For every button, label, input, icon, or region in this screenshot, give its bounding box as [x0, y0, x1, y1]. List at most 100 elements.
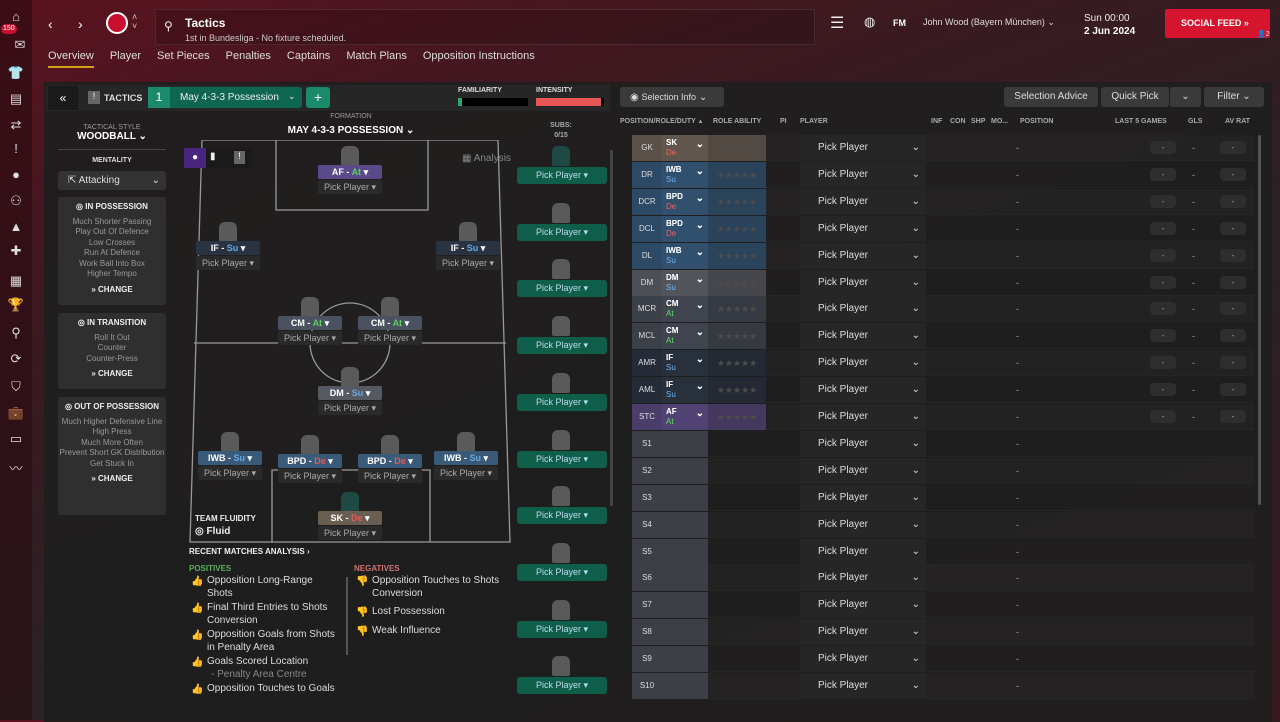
social-feed-button[interactable]: SOCIAL FEED » — [1165, 9, 1270, 38]
selection-advice-button[interactable]: Selection Advice — [1004, 87, 1098, 107]
role-duty-selector[interactable] — [662, 565, 708, 592]
tab-opposition-instructions[interactable]: Opposition Instructions — [422, 50, 535, 62]
tactic-selector[interactable]: 1 May 4-3-3 Possession ⌄ — [148, 87, 302, 108]
analysis-button[interactable]: ▦ Analysis — [462, 153, 511, 164]
selection-info-dropdown[interactable]: ◉ Selection Info ⌄ — [620, 87, 724, 107]
sub-pick-player-dropdown[interactable]: Pick Player ▾ — [517, 677, 607, 695]
staff-icon[interactable]: ⚇ — [10, 193, 22, 208]
pick-player-dropdown[interactable]: Pick Player⌄ — [800, 592, 926, 619]
club-switch-icon[interactable]: ˄˅ — [132, 12, 138, 31]
pick-player-dropdown[interactable]: Pick Player⌄ — [800, 619, 926, 646]
game-date[interactable]: 2 Jun 2024 — [1084, 26, 1136, 37]
role-duty-selector[interactable] — [662, 619, 708, 646]
pick-player-dropdown[interactable]: Pick Player ▾ — [278, 331, 342, 345]
pick-player-dropdown[interactable]: Pick Player ▾ — [434, 466, 498, 480]
role-duty-selector[interactable]: AF - At ▾ — [318, 165, 382, 179]
formation-dropdown[interactable]: MAY 4-3-3 POSSESSION ⌄ — [190, 125, 512, 136]
trophy-icon[interactable]: 🏆 — [7, 297, 25, 312]
recent-matches-analysis-link[interactable]: RECENT MATCHES ANALYSIS › — [189, 547, 310, 556]
finance-icon[interactable]: 〰 — [9, 461, 23, 476]
column-header[interactable]: INF — [931, 118, 943, 125]
sub-pick-player-dropdown[interactable]: Pick Player ▾ — [517, 450, 607, 468]
tab-set-pieces[interactable]: Set Pieces — [157, 50, 210, 62]
medical-icon[interactable]: ✚ — [10, 243, 22, 258]
role-duty-selector[interactable] — [662, 673, 708, 699]
column-header[interactable]: MO... — [991, 118, 1009, 125]
tab-penalties[interactable]: Penalties — [225, 50, 271, 62]
pick-player-dropdown[interactable]: Pick Player⌄ — [800, 457, 926, 484]
mentality-dropdown[interactable]: ⇱ Attacking⌄ — [58, 171, 166, 190]
role-duty-selector[interactable]: BPD - De ▾ — [358, 454, 422, 468]
role-duty-selector[interactable] — [662, 646, 708, 673]
role-duty-selector[interactable]: CM - At ▾ — [358, 316, 422, 330]
pick-player-dropdown[interactable]: Pick Player ▾ — [318, 401, 382, 415]
role-duty-selector[interactable] — [662, 511, 708, 538]
role-duty-selector[interactable] — [662, 592, 708, 619]
pick-player-dropdown[interactable]: Pick Player ▾ — [358, 331, 422, 345]
role-duty-selector[interactable] — [662, 484, 708, 511]
pick-player-dropdown[interactable]: Pick Player ▾ — [318, 180, 382, 194]
pick-player-dropdown[interactable]: Pick Player⌄ — [800, 269, 926, 296]
forward-button[interactable]: › — [78, 16, 83, 32]
pick-player-dropdown[interactable]: Pick Player ▾ — [318, 526, 382, 540]
role-duty-selector[interactable] — [662, 538, 708, 565]
column-header[interactable]: LAST 5 GAMES — [1115, 118, 1167, 125]
pick-player-dropdown[interactable]: Pick Player⌄ — [800, 188, 926, 215]
inbox-icon[interactable]: ✉ — [14, 37, 26, 52]
role-duty-selector[interactable] — [662, 457, 708, 484]
column-header[interactable]: PI — [780, 118, 787, 125]
pick-player-dropdown[interactable]: Pick Player⌄ — [800, 565, 926, 592]
tactics-icon[interactable]: ! — [14, 141, 18, 156]
pick-player-dropdown[interactable]: Pick Player⌄ — [800, 430, 926, 457]
pick-player-dropdown[interactable]: Pick Player⌄ — [800, 135, 926, 161]
quick-pick-button[interactable]: Quick Pick — [1101, 87, 1169, 107]
search-bar[interactable]: ⚲ Tactics 1st in Bundesliga - No fixture… — [155, 9, 815, 45]
calendar-icon[interactable]: ▦ — [9, 273, 23, 288]
sub-pick-player-dropdown[interactable]: Pick Player ▾ — [517, 280, 607, 298]
alert-view-icon[interactable]: ! — [234, 151, 245, 164]
sub-pick-player-dropdown[interactable]: Pick Player ▾ — [517, 337, 607, 355]
sub-pick-player-dropdown[interactable]: Pick Player ▾ — [517, 620, 607, 638]
pick-player-dropdown[interactable]: Pick Player⌄ — [800, 538, 926, 565]
transfers-icon[interactable]: ⇄ — [10, 117, 22, 132]
sub-pick-player-dropdown[interactable]: Pick Player ▾ — [517, 507, 607, 525]
role-duty-selector[interactable]: BPD - De ▾ — [278, 454, 342, 468]
column-header[interactable]: AV RAT — [1225, 118, 1251, 125]
training-icon[interactable]: ▲ — [9, 219, 23, 234]
add-tactic-button[interactable]: + — [306, 87, 330, 108]
column-header[interactable]: POSITION/ROLE/DUTY ▲ — [620, 118, 704, 125]
pick-player-dropdown[interactable]: Pick Player ▾ — [436, 256, 500, 270]
column-header[interactable]: POSITION — [1020, 118, 1054, 125]
sub-pick-player-dropdown[interactable]: Pick Player ▾ — [517, 563, 607, 581]
collapse-button[interactable]: « — [48, 86, 78, 110]
subs-scrollbar[interactable] — [610, 150, 613, 506]
briefcase-icon[interactable]: 💼 — [7, 405, 25, 420]
change-button[interactable]: » CHANGE — [91, 474, 133, 483]
manager-menu[interactable]: John Wood (Bayern München) ⌄ — [923, 17, 1055, 28]
column-header[interactable]: ROLE ABILITY — [713, 118, 762, 125]
club-logo[interactable] — [106, 12, 128, 34]
fm-logo[interactable]: FM — [893, 18, 906, 28]
refresh-icon[interactable]: ⟳ — [10, 351, 22, 366]
back-button[interactable]: ‹ — [48, 16, 53, 32]
pick-player-dropdown[interactable]: Pick Player⌄ — [800, 161, 926, 188]
clipboard-icon[interactable]: ▤ — [9, 91, 23, 106]
filter-button[interactable]: Filter ⌄ — [1204, 87, 1264, 107]
